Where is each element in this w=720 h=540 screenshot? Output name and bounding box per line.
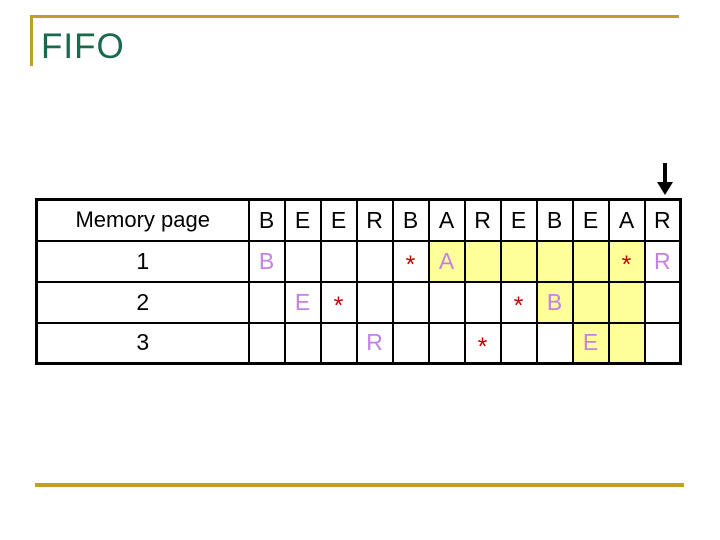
hit-star: *	[477, 332, 488, 361]
slide-title: FIFO	[41, 27, 125, 66]
cell-frame3-t10-load: E	[571, 321, 610, 365]
cell-frame3-t12	[643, 321, 682, 365]
cell-frame1-t3	[319, 239, 358, 283]
hit-star: *	[621, 251, 632, 279]
cell-frame1-t6-load: A	[427, 239, 466, 283]
hit-star: *	[513, 292, 524, 320]
cell-frame3-t4-load: R	[355, 321, 394, 365]
cell-frame2-t3-hit: *	[319, 280, 358, 324]
reference-letter-6: A	[427, 198, 466, 242]
reference-letter-5: B	[391, 198, 430, 242]
cell-frame1-t8	[499, 239, 538, 283]
hit-star: *	[333, 292, 344, 320]
left-accent-line	[30, 15, 33, 66]
cell-frame3-t9	[535, 321, 574, 365]
cell-frame3-t7-hit: *	[463, 321, 502, 365]
frame-label-2: 2	[35, 280, 250, 324]
frame-label-3: 3	[35, 321, 250, 365]
cell-frame1-t10	[571, 239, 610, 283]
cell-frame3-t1	[247, 321, 286, 365]
top-accent-line	[30, 15, 679, 18]
cell-frame2-t1	[247, 280, 286, 324]
hit-star: *	[405, 251, 416, 279]
cell-frame3-t8	[499, 321, 538, 365]
current-reference-down-arrow-icon	[657, 163, 673, 195]
bottom-accent-line	[35, 483, 684, 487]
reference-letter-1: B	[247, 198, 286, 242]
memory-page-header: Memory page	[35, 198, 250, 242]
cell-frame3-t6	[427, 321, 466, 365]
frame-row-3: 3 R * E	[35, 321, 682, 365]
reference-letter-4: R	[355, 198, 394, 242]
reference-letter-2: E	[283, 198, 322, 242]
cell-frame1-t4	[355, 239, 394, 283]
cell-frame2-t10	[571, 280, 610, 324]
cell-frame2-t4	[355, 280, 394, 324]
reference-letter-3: E	[319, 198, 358, 242]
cell-frame2-t8-hit: *	[499, 280, 538, 324]
cell-frame2-t5	[391, 280, 430, 324]
reference-letter-11: A	[607, 198, 646, 242]
cell-frame2-t7	[463, 280, 502, 324]
frame-label-1: 1	[35, 239, 250, 283]
cell-frame2-t12	[643, 280, 682, 324]
cell-frame3-t3	[319, 321, 358, 365]
cell-frame1-t11-hit: *	[607, 239, 646, 283]
cell-frame2-t9-load: B	[535, 280, 574, 324]
cell-frame1-t1-load: B	[247, 239, 286, 283]
cell-frame1-t9	[535, 239, 574, 283]
cell-frame1-t5-hit: *	[391, 239, 430, 283]
cell-frame1-t12-load: R	[643, 239, 682, 283]
cell-frame3-t2	[283, 321, 322, 365]
reference-letter-9: B	[535, 198, 574, 242]
cell-frame1-t7	[463, 239, 502, 283]
cell-frame3-t11	[607, 321, 646, 365]
reference-letter-10: E	[571, 198, 610, 242]
cell-frame2-t6	[427, 280, 466, 324]
reference-letter-12: R	[643, 198, 682, 242]
cell-frame3-t5	[391, 321, 430, 365]
reference-letter-8: E	[499, 198, 538, 242]
cell-frame1-t2	[283, 239, 322, 283]
reference-letter-7: R	[463, 198, 502, 242]
cell-frame2-t2-load: E	[283, 280, 322, 324]
cell-frame2-t11	[607, 280, 646, 324]
